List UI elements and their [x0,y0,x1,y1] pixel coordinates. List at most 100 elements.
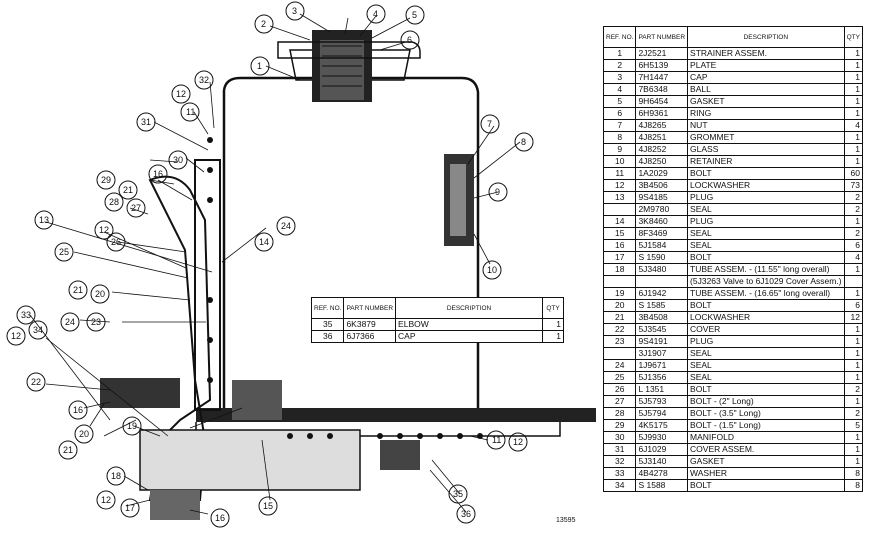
svg-text:7: 7 [487,119,492,129]
svg-text:27: 27 [131,203,141,213]
svg-text:31: 31 [141,117,151,127]
ref-number: 12 [602,179,637,192]
ref-number [602,203,637,216]
quantity: 1 [843,443,863,456]
part-number: 4B4278 [635,467,689,480]
ref-number: 7 [602,119,637,132]
drain-block [232,380,282,420]
quantity: 1 [843,335,863,348]
description: SEAL [687,359,845,372]
quantity: 4 [843,251,863,264]
svg-text:29: 29 [101,175,111,185]
svg-text:11: 11 [492,435,501,445]
part-number: 9S4185 [635,191,689,204]
part-number: 4J8265 [635,119,689,132]
part-number: 1A2029 [635,167,689,180]
svg-text:9: 9 [495,187,500,197]
part-number: 1J9671 [635,359,689,372]
svg-text:24: 24 [65,317,75,327]
ref-number [602,347,637,360]
ref-number: 31 [602,443,637,456]
description: SEAL [687,203,845,216]
ref-number: 3 [602,71,637,84]
quantity: 1 [843,359,863,372]
part-number: 5J3480 [635,263,689,276]
ref-number: 4 [602,83,637,96]
part-number: S 1585 [635,299,689,312]
quantity: 1 [843,263,863,276]
description: BALL [687,83,845,96]
ref-number: 13 [602,191,637,204]
ref-number: 30 [602,431,637,444]
part-number: 7B6348 [635,83,689,96]
description: GROMMET [687,131,845,144]
base-bolts [207,137,483,439]
svg-text:12: 12 [99,225,109,235]
ref-number: 18 [602,263,637,276]
svg-text:16: 16 [153,169,163,179]
quantity: 4 [843,119,863,132]
quantity: 6 [843,299,863,312]
description: TUBE ASSEM. - (11.55" long overall) [687,263,845,276]
base-plate [196,408,596,422]
quantity: 1 [843,347,863,360]
svg-text:18: 18 [111,471,121,481]
description: BOLT [687,383,845,396]
ref-number: 34 [602,479,637,492]
svg-text:16: 16 [73,405,83,415]
svg-text:16: 16 [215,513,225,523]
quantity: 1 [843,59,863,72]
description: COVER ASSEM. [687,443,845,456]
part-number: 4J8252 [635,143,689,156]
quantity: 1 [542,318,564,331]
svg-text:12: 12 [101,495,111,505]
svg-text:20: 20 [79,429,89,439]
svg-text:19: 19 [127,421,137,431]
part-number: 5J1356 [635,371,689,384]
part-number: 4K5175 [635,419,689,432]
svg-text:12: 12 [513,437,523,447]
svg-text:32: 32 [199,75,209,85]
tube-flange [150,490,200,520]
description: ELBOW [395,318,543,331]
part-number: 3J1907 [635,347,689,360]
part-number: 2J2521 [635,47,689,60]
ref-number: 32 [602,455,637,468]
part-number: 6J7366 [343,330,397,343]
quantity: 5 [843,419,863,432]
part-number: 5J9930 [635,431,689,444]
svg-text:1: 1 [257,61,262,71]
header-ref: REF. NO. [602,26,637,48]
lower-housing [139,429,361,491]
quantity: 1 [843,215,863,228]
svg-text:12: 12 [11,331,21,341]
description: SEAL [687,227,845,240]
quantity: 2 [843,191,863,204]
description: BOLT [687,299,845,312]
svg-text:3: 3 [292,6,297,16]
svg-text:5: 5 [412,10,417,20]
quantity [843,275,863,288]
quantity: 1 [843,323,863,336]
description: GLASS [687,143,845,156]
description: WASHER [687,467,845,480]
part-number: 9S4191 [635,335,689,348]
ref-number: 19 [602,287,637,300]
svg-text:21: 21 [123,185,133,195]
cap-flange [277,41,421,59]
